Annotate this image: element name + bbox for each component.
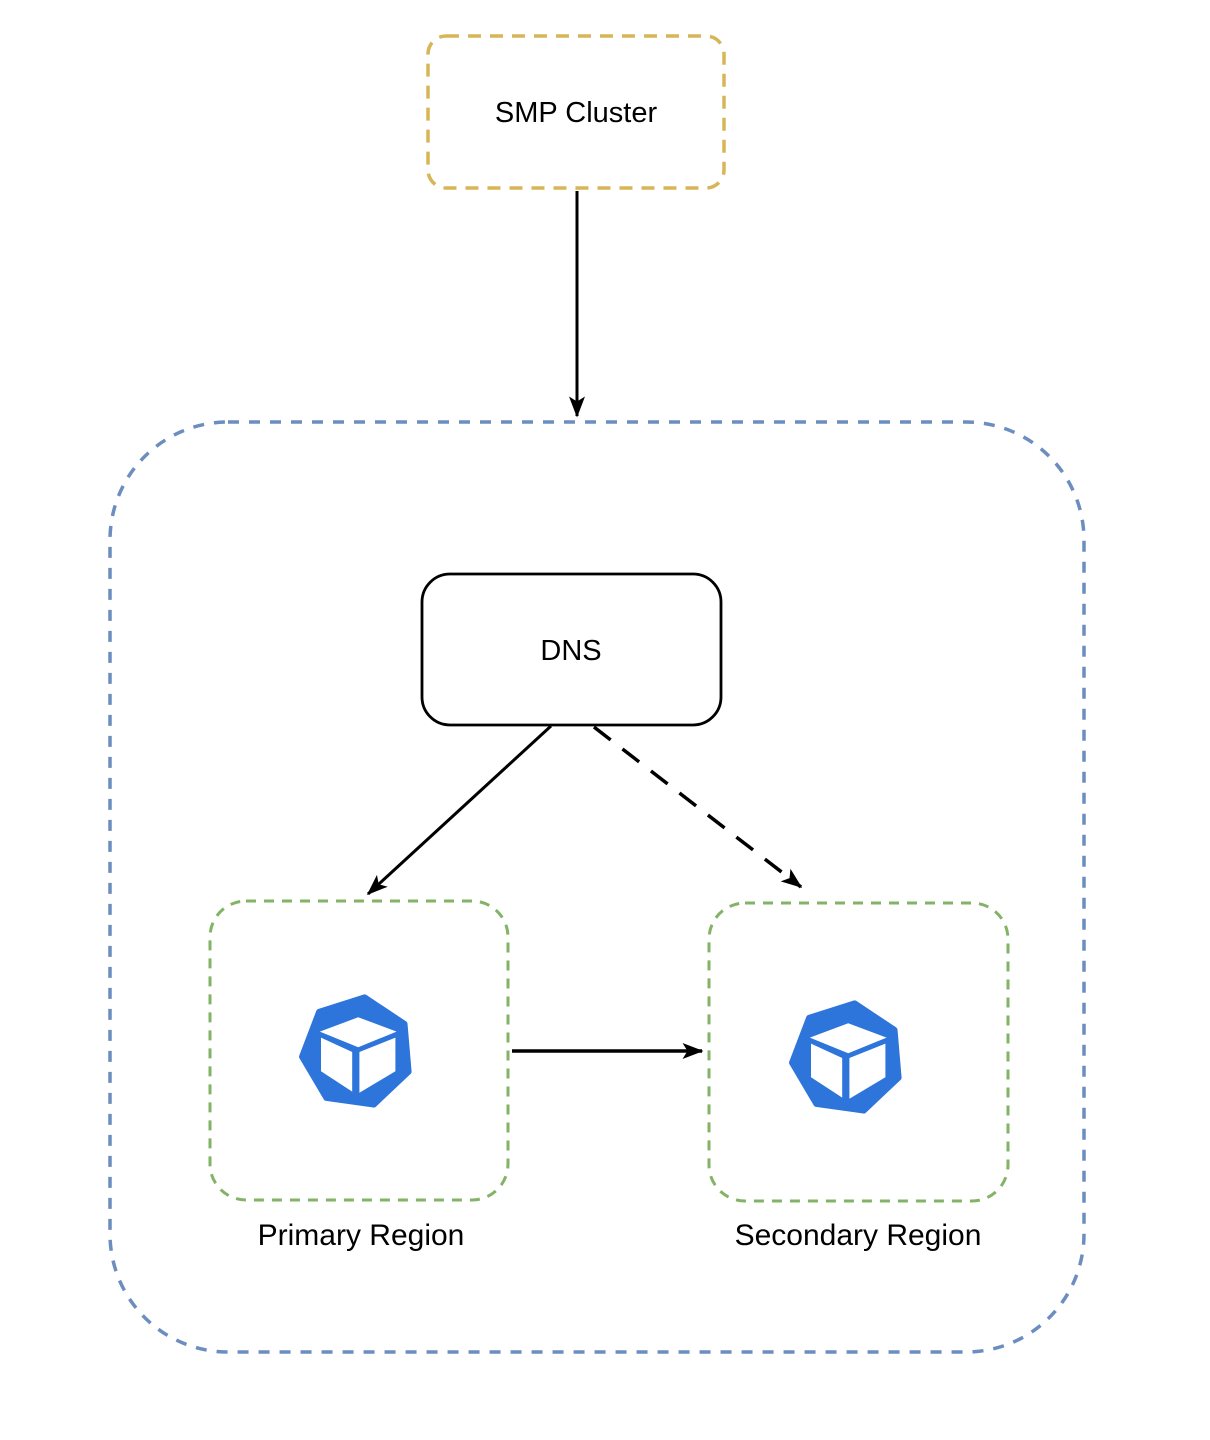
edge-dns-to-secondary — [592, 725, 803, 889]
edge-dns-to-primary — [366, 724, 553, 896]
primary-cluster-icon — [302, 997, 409, 1104]
primary-region-label: Primary Region — [258, 1219, 465, 1252]
secondary-region-label: Secondary Region — [735, 1219, 982, 1252]
region-container-box — [108, 420, 1086, 1354]
smp-cluster-box — [426, 34, 726, 190]
secondary-cluster-icon — [792, 1003, 899, 1110]
smp-cluster-label: SMP Cluster — [495, 97, 658, 129]
dns-label: DNS — [540, 635, 601, 667]
dns-box — [420, 572, 723, 727]
